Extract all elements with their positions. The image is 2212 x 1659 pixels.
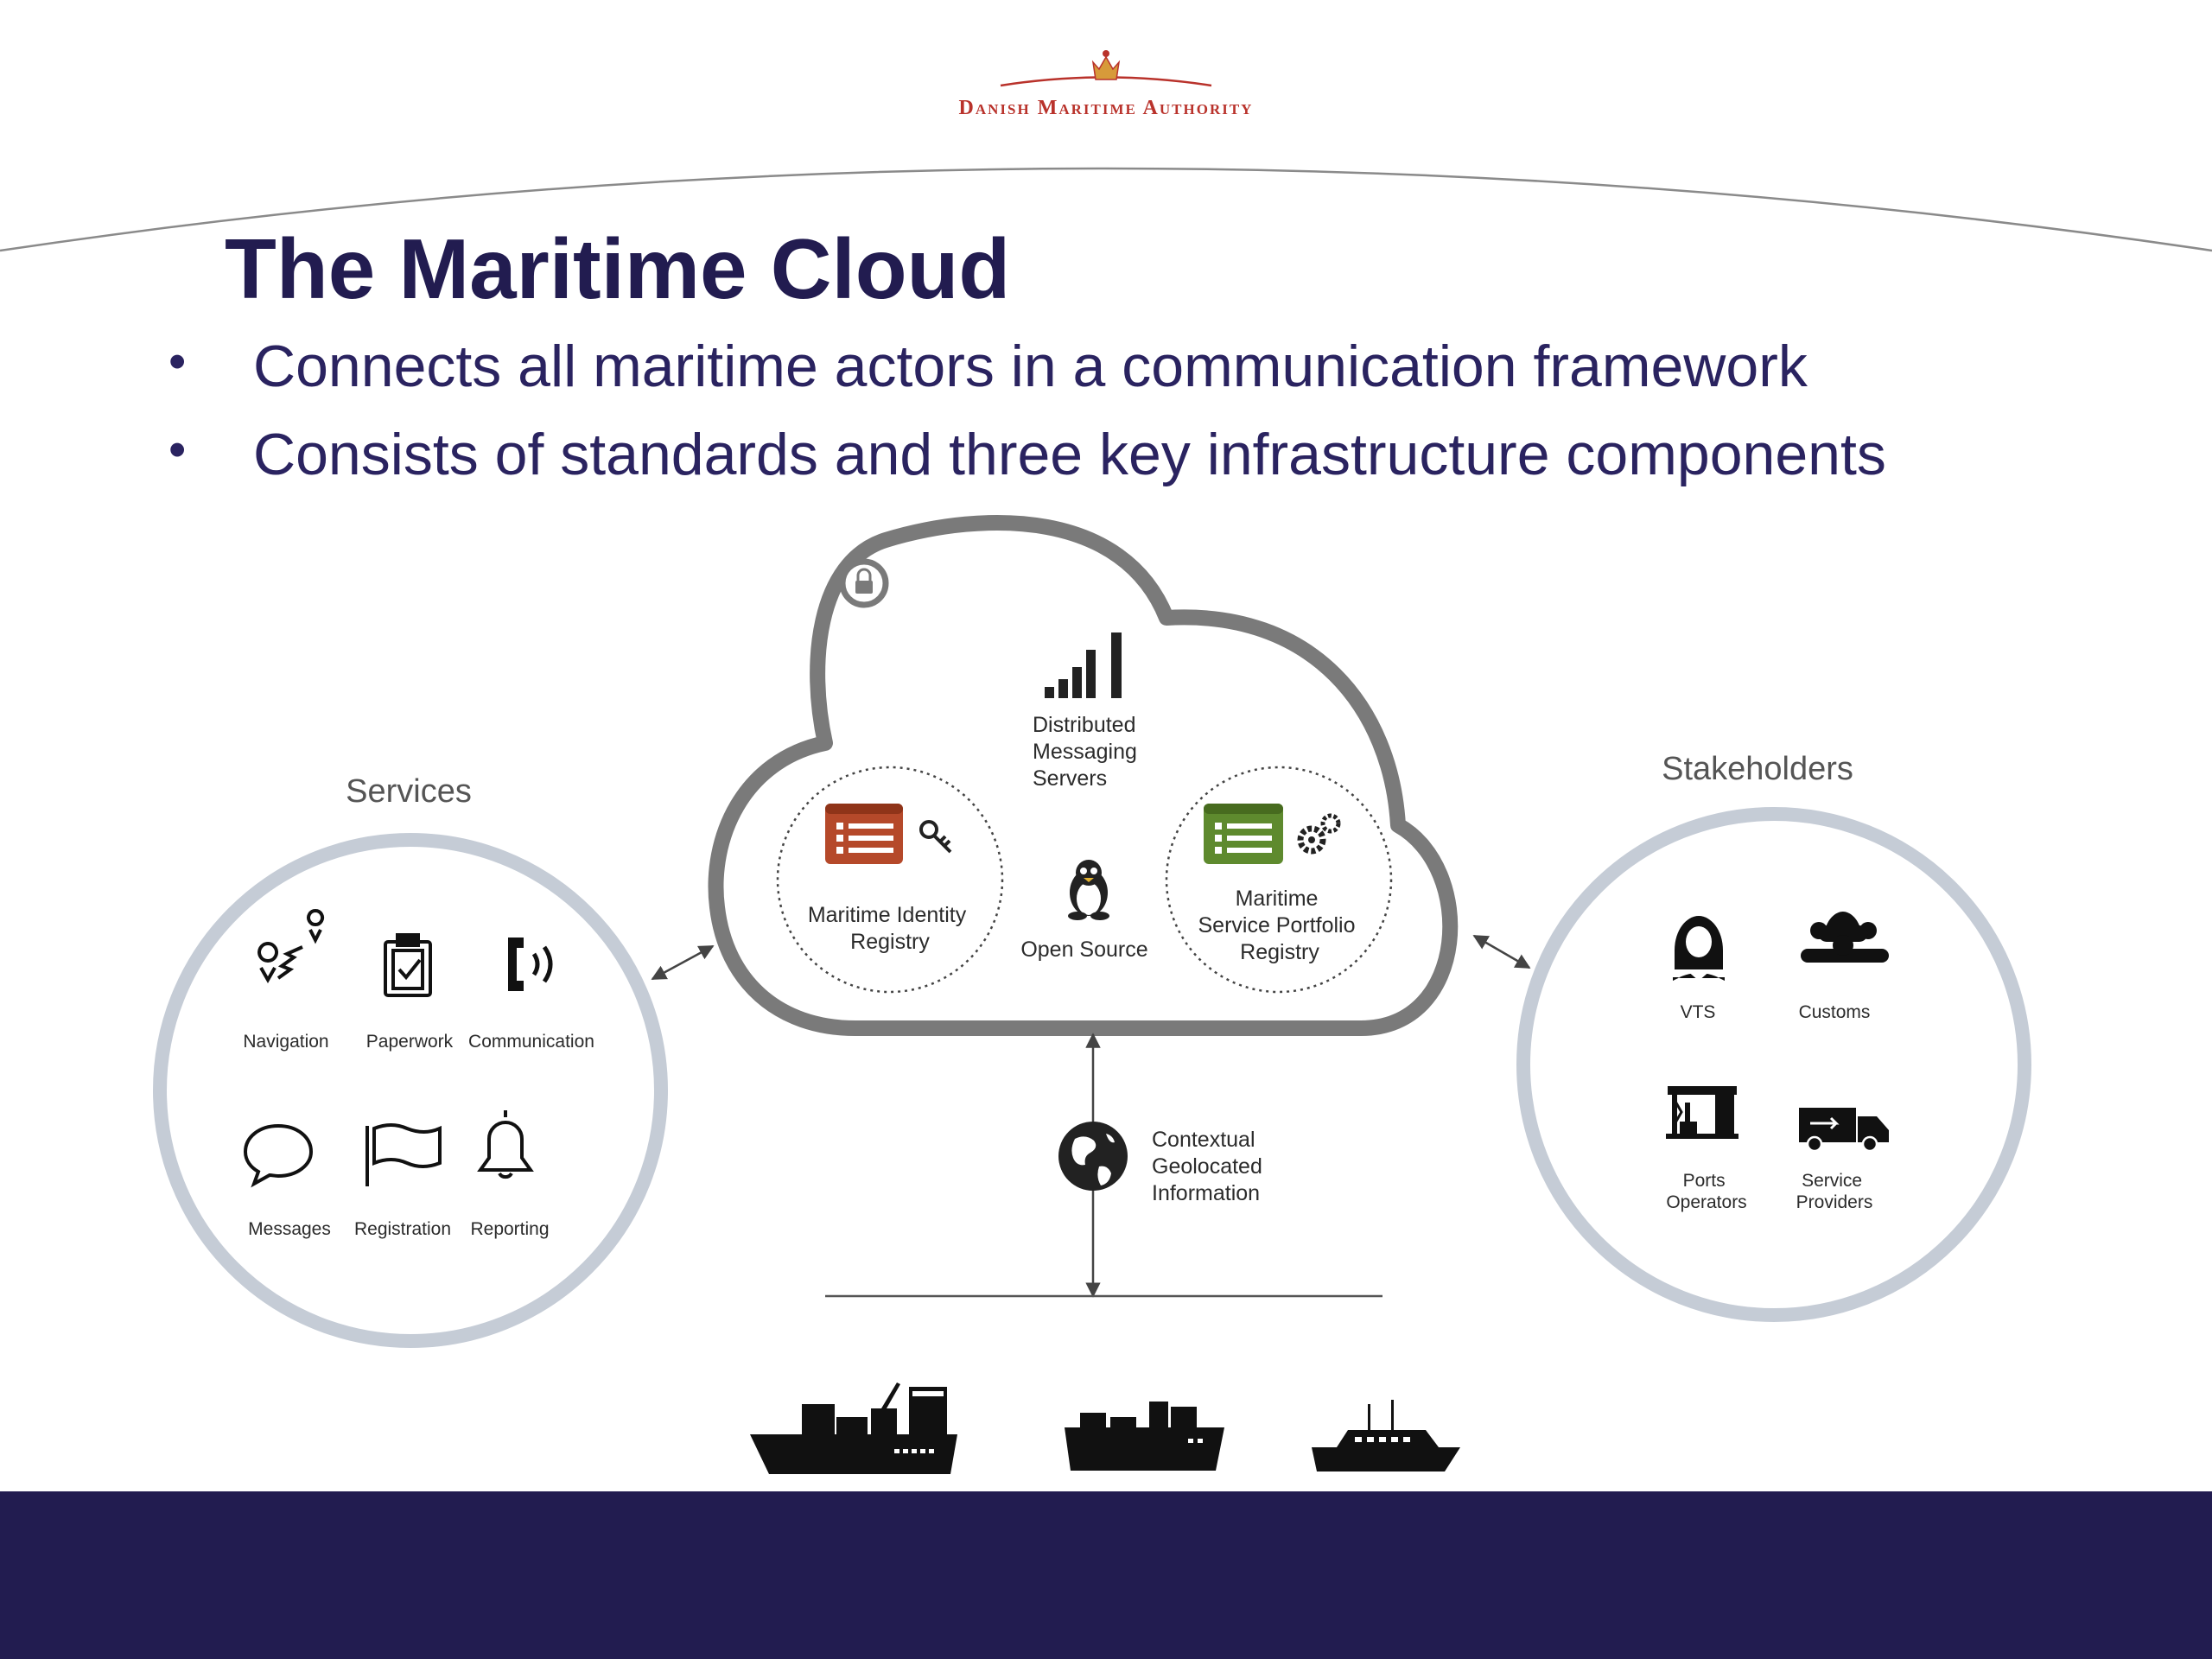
linux-penguin-icon (1068, 860, 1109, 920)
bullet-text: Consists of standards and three key infr… (253, 422, 1886, 487)
navigation-icon (257, 909, 324, 984)
cloud-stakeholders-arrow (1472, 934, 1531, 969)
bullet-dot: • (168, 422, 187, 478)
ferry-icon (1312, 1400, 1460, 1471)
services-circle (153, 833, 668, 1348)
globe-icon (1058, 1122, 1128, 1191)
lock-icon (839, 558, 889, 608)
cargo-ship-icon (1065, 1402, 1224, 1471)
signal-bars-icon (1045, 632, 1122, 698)
customs-label: Customs (1799, 1002, 1871, 1022)
page-title: The Maritime Cloud (225, 221, 1011, 316)
customs-people-icon (1801, 912, 1889, 963)
clipboard-icon (384, 933, 432, 997)
bullet-dot: • (168, 334, 187, 390)
geo-label: Contextual Geolocated Information (1152, 1128, 1268, 1205)
services-cloud-arrow (651, 944, 715, 981)
bullet-list: • Connects all maritime actors in a commu… (0, 333, 2212, 509)
registration-label: Registration (354, 1219, 451, 1239)
bullet-text: Connects all maritime actors in a commun… (253, 334, 1808, 399)
key-icon (919, 820, 952, 854)
portfolio-list-icon (1204, 804, 1283, 864)
bullet-item: • Consists of standards and three key inf… (0, 421, 2212, 509)
ports-operators-label: Ports Operators (1666, 1171, 1746, 1212)
logo-text: Danish Maritime Authority (958, 97, 1254, 119)
open-source-label: Open Source (1020, 938, 1147, 962)
services-title: Services (346, 773, 472, 810)
flag-icon (365, 1123, 442, 1186)
operator-woman-icon (1673, 916, 1725, 981)
speech-bubble-icon (243, 1123, 314, 1188)
container-ship-icon (750, 1382, 957, 1474)
bullet-item: • Connects all maritime actors in a commu… (0, 333, 2212, 421)
stakeholders-title: Stakeholders (1662, 751, 1853, 787)
paperwork-label: Paperwork (366, 1032, 454, 1052)
gears-icon (1297, 813, 1341, 855)
registry-list-icon (825, 804, 903, 864)
delivery-truck-icon (1799, 1108, 1889, 1153)
reporting-label: Reporting (470, 1219, 549, 1239)
cloud-outline (708, 515, 1459, 1036)
header-arc (0, 167, 2212, 252)
portfolio-registry-circle (1165, 766, 1393, 994)
identity-registry-label: Maritime Identity Registry (808, 903, 972, 954)
messages-label: Messages (248, 1219, 331, 1239)
identity-registry-circle (776, 766, 1004, 994)
portfolio-registry-label: Maritime Service Portfolio Registry (1198, 887, 1362, 964)
messaging-label: Distributed Messaging Servers (1033, 713, 1143, 791)
footer-band (0, 1491, 2212, 1659)
service-providers-label: Service Providers (1796, 1171, 1873, 1212)
navigation-label: Navigation (243, 1032, 328, 1052)
port-crane-icon (1666, 1086, 1738, 1139)
stakeholders-circle (1516, 807, 2031, 1322)
phone-icon (508, 938, 553, 991)
vts-label: VTS (1681, 1002, 1716, 1022)
crown-icon (1000, 50, 1212, 87)
bell-icon (477, 1110, 534, 1179)
communication-label: Communication (468, 1032, 594, 1052)
